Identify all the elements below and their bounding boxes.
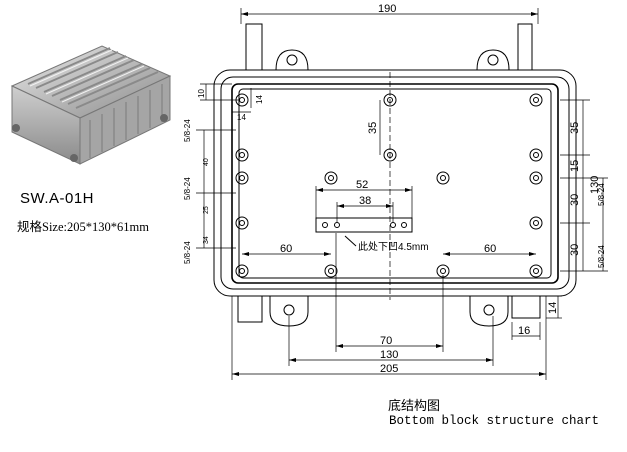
enclosure-outline <box>213 69 577 297</box>
dim-60-right: 60 <box>484 243 496 255</box>
thread-right-2: 5/8-24 <box>597 245 606 268</box>
dim-130-bottom: 130 <box>380 349 398 361</box>
hole <box>436 171 450 185</box>
hole <box>529 216 543 230</box>
dim-205: 205 <box>380 363 398 375</box>
dim-190: 190 <box>378 3 396 15</box>
hole <box>529 148 543 162</box>
recess-bracket <box>315 217 413 247</box>
dim-14-h: 14 <box>237 113 246 122</box>
dim-14-v: 14 <box>255 95 264 104</box>
dim-30-right-a: 30 <box>569 194 581 206</box>
thread-left-1: 5/8-24 <box>183 119 192 142</box>
hole <box>529 264 543 278</box>
dim-60-left: 60 <box>280 243 292 255</box>
dim-38: 38 <box>359 195 371 207</box>
thread-right-1: 5/8-24 <box>597 183 606 206</box>
dim-35-center: 35 <box>367 122 379 134</box>
hole <box>235 148 249 162</box>
dim-130-right: 130 <box>589 176 601 194</box>
caption-cn: 底结构图 <box>388 399 441 414</box>
hole <box>235 216 249 230</box>
hole <box>324 264 338 278</box>
dim-14-tab: 14 <box>547 302 559 314</box>
dim-30-right-b: 30 <box>569 244 581 256</box>
size-label: 规格Size:205*130*61mm <box>17 220 149 234</box>
dim-34-left: 34 <box>203 236 210 244</box>
thread-left-2: 5/8-24 <box>183 177 192 200</box>
dim-35-right: 35 <box>569 122 581 134</box>
product-photo <box>10 45 172 165</box>
recess-annotation: 此处下凹4.5mm <box>358 240 429 253</box>
dim-15-right: 15 <box>569 160 581 172</box>
hole <box>529 171 543 185</box>
dim-52: 52 <box>356 179 368 191</box>
dim-70: 70 <box>380 335 392 347</box>
dim-10: 10 <box>197 89 206 98</box>
dim-16: 16 <box>518 325 530 337</box>
model-label: SW.A-01H <box>20 190 95 207</box>
hole <box>324 171 338 185</box>
thread-left-3: 5/8-24 <box>183 241 192 264</box>
caption-en: Bottom block structure chart <box>389 414 600 428</box>
dim-25-left: 25 <box>203 206 210 214</box>
hole <box>235 264 249 278</box>
hole <box>529 93 543 107</box>
dim-40-left: 40 <box>203 158 210 166</box>
hole <box>235 171 249 185</box>
